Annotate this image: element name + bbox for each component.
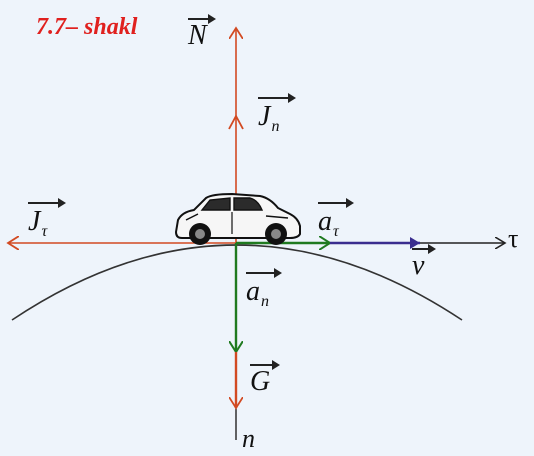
car-icon [174, 192, 301, 245]
v-label: v [412, 244, 436, 280]
Jn-vector-head [228, 114, 244, 130]
an-label: an [246, 268, 282, 310]
G-label: G [250, 360, 280, 396]
Jn-label: Jn [258, 93, 296, 135]
N-label: N [188, 14, 216, 50]
figure-title: 7.7– shakl [36, 14, 138, 40]
atau-label: aτ [318, 198, 354, 240]
Jtau-label: Jτ [28, 198, 66, 240]
tau-axis-label: τ [508, 224, 519, 253]
n-axis-label: n [242, 424, 255, 453]
